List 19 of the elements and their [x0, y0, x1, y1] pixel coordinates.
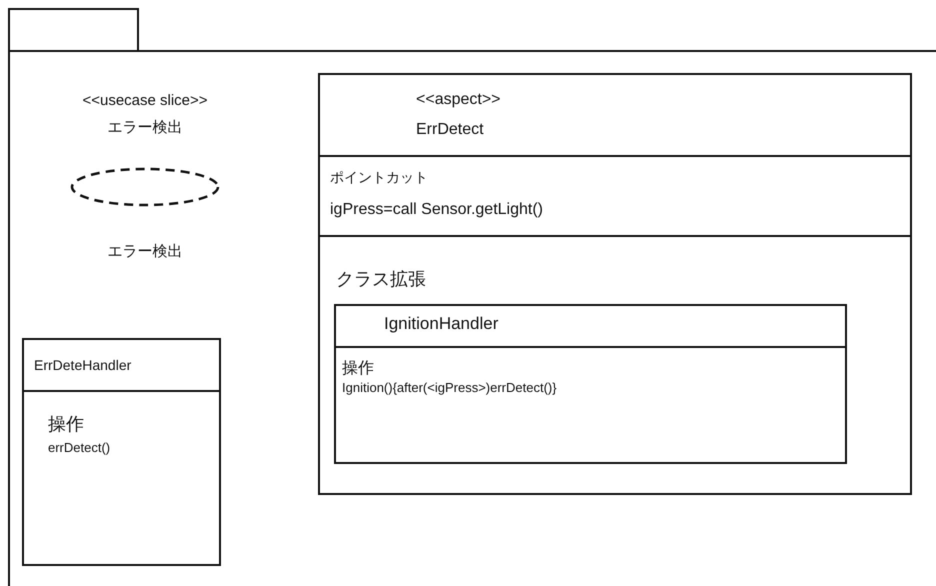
stereotype-label: <<aspect>> — [416, 91, 501, 109]
stereotype-label: <<usecase slice>> — [82, 92, 208, 109]
compartment-title: ポイントカット — [330, 169, 428, 187]
class-box — [22, 338, 221, 566]
usecase-ellipse — [70, 167, 220, 207]
compartment-title: 操作 — [342, 359, 374, 379]
aspect-box — [318, 73, 912, 495]
operation-text: errDetect() — [48, 440, 110, 455]
class-box — [334, 304, 847, 464]
aspect-name: ErrDetect — [416, 121, 484, 139]
operation-text: Ignition(){after(<igPress>)errDetect()} — [342, 380, 557, 395]
pointcut-expression: igPress=call Sensor.getLight() — [330, 201, 543, 219]
class-name: IgnitionHandler — [384, 314, 498, 334]
compartment-title: 操作 — [48, 413, 84, 436]
usecase-label: エラー検出 — [108, 242, 182, 261]
usecase-label: エラー検出 — [108, 118, 182, 137]
compartment-title: クラス拡張 — [336, 268, 426, 291]
package-frame — [8, 8, 936, 586]
class-name: ErrDeteHandler — [34, 357, 132, 373]
